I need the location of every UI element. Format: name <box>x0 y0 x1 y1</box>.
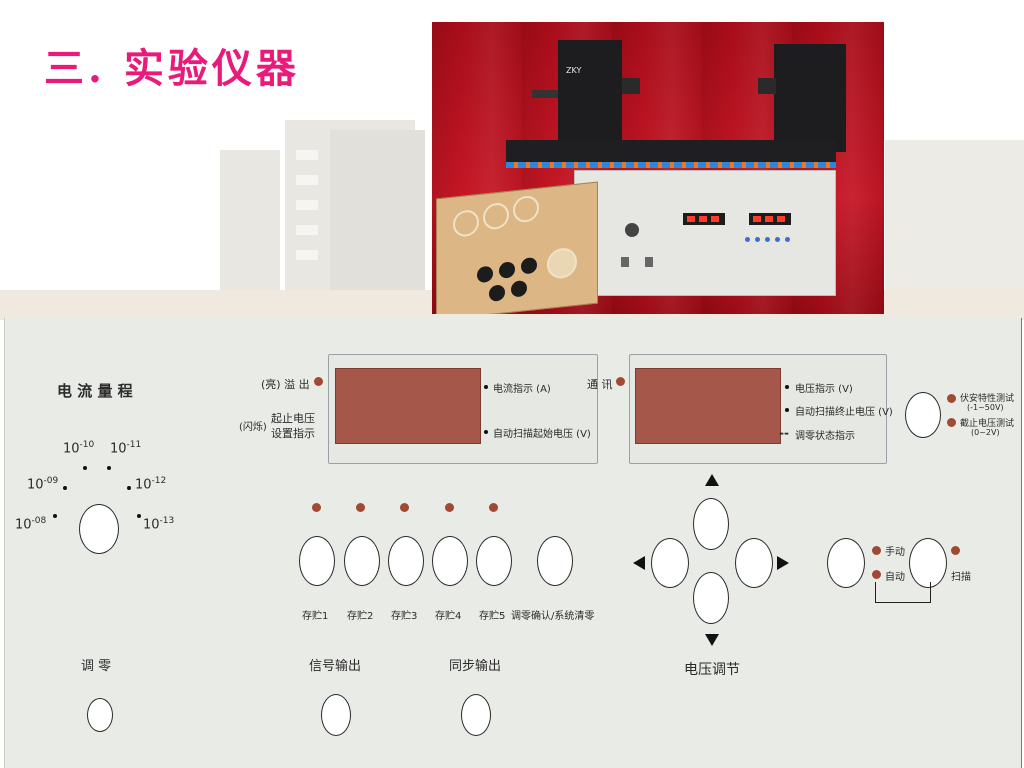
memory-4-led <box>445 503 454 512</box>
voltage-left-button[interactable] <box>651 538 689 588</box>
zero-confirm-label: 调零确认/系统清零 <box>511 611 595 622</box>
zero-label: 调 零 <box>81 659 112 674</box>
start-voltage-label: 自动扫描起始电压 (V) <box>493 429 591 440</box>
memory-4-label: 存贮4 <box>435 611 462 622</box>
manual-led <box>872 546 881 555</box>
zero-confirm-button[interactable] <box>537 536 573 586</box>
photo-brand-label: ZKY <box>566 66 582 75</box>
memory-5-label: 存贮5 <box>479 611 506 622</box>
manual-scan-link-line <box>875 582 931 603</box>
sync-output-label: 同步输出 <box>449 659 502 674</box>
instrument-photo: ZKY <box>432 22 884 314</box>
overflow-led <box>314 377 323 386</box>
overflow-label: (亮) 溢 出 <box>261 378 310 391</box>
range-dot <box>137 514 141 518</box>
current-range-title: 电 流 量 程 <box>57 382 133 400</box>
voltage-indicator-dot <box>785 385 789 389</box>
manual-auto-button[interactable] <box>827 538 865 588</box>
range-tick-1e-09: 10-09 <box>27 476 59 493</box>
memory-3-label: 存贮3 <box>391 611 418 622</box>
memory-3-led <box>400 503 409 512</box>
voltage-up-button[interactable] <box>693 498 729 550</box>
sync-output-jack[interactable] <box>461 694 491 736</box>
limit-indicator-label-2: 设置指示 <box>271 427 315 440</box>
slide-title: 三. 实验仪器 <box>44 45 300 92</box>
voltage-right-button[interactable] <box>735 538 773 588</box>
memory-2-label: 存贮2 <box>347 611 374 622</box>
memory-5-led <box>489 503 498 512</box>
range-dot <box>53 514 57 518</box>
auto-label: 自动 <box>885 572 905 583</box>
current-display-screen <box>335 368 481 444</box>
zero-status-label: 调零状态指示 <box>795 431 855 442</box>
manual-label: 手动 <box>885 547 905 558</box>
cutoff-test-range: (0~2V) <box>971 428 1000 437</box>
flash-label: (闪烁) <box>239 422 267 433</box>
voltage-display-screen <box>635 368 781 444</box>
memory-3-button[interactable] <box>388 536 424 586</box>
memory-5-button[interactable] <box>476 536 512 586</box>
background-building <box>0 0 1024 320</box>
memory-4-button[interactable] <box>432 536 468 586</box>
iv-test-range: (-1~50V) <box>967 403 1004 412</box>
range-tick-1e-12: 10-12 <box>135 476 167 493</box>
zero-status-dash: -- <box>779 426 789 440</box>
range-tick-1e-11: 10-11 <box>110 440 142 457</box>
memory-1-button[interactable] <box>299 536 335 586</box>
memory-2-button[interactable] <box>344 536 380 586</box>
range-tick-1e-13: 10-13 <box>143 516 175 533</box>
voltage-indicator-label: 电压指示 (V) <box>795 384 853 395</box>
range-dot <box>127 486 131 490</box>
comm-label: 通 讯 <box>587 378 613 391</box>
left-arrow-icon <box>633 556 645 570</box>
signal-output-label: 信号输出 <box>309 659 362 674</box>
end-voltage-label: 自动扫描终止电压 (V) <box>795 407 893 418</box>
memory-1-led <box>312 503 321 512</box>
comm-led <box>616 377 625 386</box>
cutoff-test-label: 截止电压测试 <box>960 419 1015 429</box>
range-dot <box>83 466 87 470</box>
scan-label: 扫描 <box>951 572 971 583</box>
up-arrow-icon <box>705 474 719 486</box>
limit-indicator-label-1: 起止电压 <box>271 412 315 425</box>
range-tick-1e-10: 10-10 <box>63 440 95 457</box>
test-mode-button[interactable] <box>905 392 941 438</box>
front-panel-diagram: 电 流 量 程 10-10 10-11 10-09 10-12 10-08 10… <box>4 318 1022 768</box>
iv-test-led <box>947 394 956 403</box>
iv-test-label: 伏安特性测试 <box>960 394 1015 404</box>
memory-1-label: 存贮1 <box>302 611 329 622</box>
current-indicator-dot <box>484 385 488 389</box>
scan-button[interactable] <box>909 538 947 588</box>
current-range-knob[interactable] <box>79 504 119 554</box>
range-dot <box>107 466 111 470</box>
zero-knob[interactable] <box>87 698 113 732</box>
voltage-adjust-label: 电压调节 <box>684 662 740 678</box>
memory-2-led <box>356 503 365 512</box>
scan-led <box>951 546 960 555</box>
signal-output-jack[interactable] <box>321 694 351 736</box>
range-tick-1e-08: 10-08 <box>15 516 47 533</box>
right-arrow-icon <box>777 556 789 570</box>
end-voltage-dot <box>785 408 789 412</box>
range-dot <box>63 486 67 490</box>
cutoff-test-led <box>947 418 956 427</box>
start-voltage-dot <box>484 430 488 434</box>
auto-led <box>872 570 881 579</box>
voltage-down-button[interactable] <box>693 572 729 624</box>
down-arrow-icon <box>705 634 719 646</box>
current-indicator-label: 电流指示 (A) <box>493 384 551 395</box>
